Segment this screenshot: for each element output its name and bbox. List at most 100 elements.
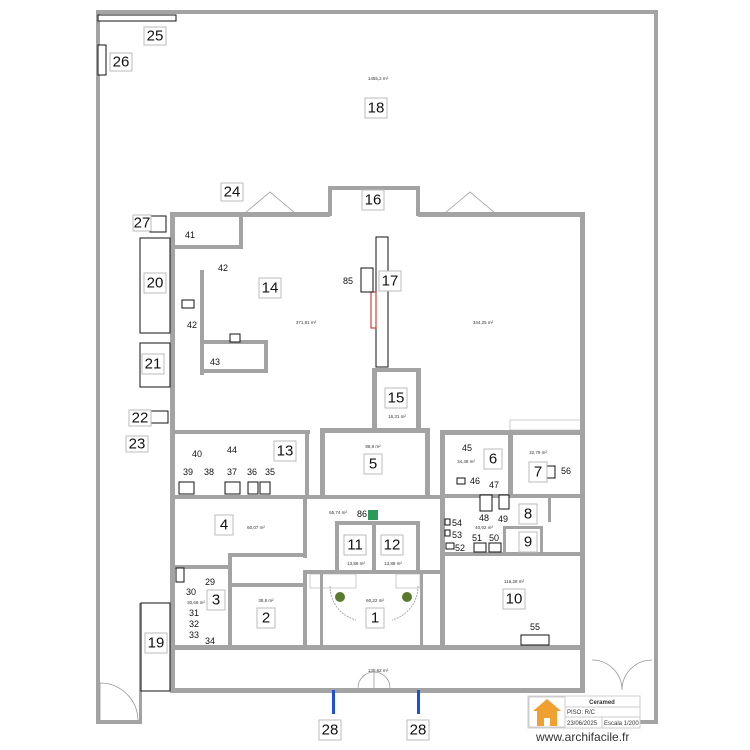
plan-label: 23 (129, 436, 146, 453)
plan-label: 28 (410, 722, 427, 739)
area-14: 371,81 m² (296, 320, 317, 325)
plan-label: 10 (506, 591, 523, 608)
plan-label: 36 (247, 467, 257, 477)
plan-label: 43 (210, 357, 220, 367)
plan-label: 26 (113, 54, 130, 71)
area-12: 13,88 m² (384, 561, 402, 566)
room-label: 16 (361, 189, 385, 211)
area-3: 30,66 m² (187, 600, 205, 605)
plan-label: 24 (224, 184, 241, 201)
plan-label: 27 (134, 215, 151, 232)
plan-label: 2 (262, 610, 270, 627)
area-17: 344,25 m² (473, 320, 494, 325)
building-walls (170, 186, 585, 693)
plan-label: 54 (452, 518, 462, 528)
room-label: 11 (343, 534, 367, 556)
scale-label: Escala 1/200 (604, 721, 639, 727)
area-18: 1455,2 m² (368, 76, 389, 81)
room-label: 14 (258, 277, 282, 299)
website-label: www.archifacile.fr (535, 730, 629, 744)
plan-label: 52 (455, 543, 465, 553)
room-label: 26 (109, 52, 133, 72)
plan-label: 15 (388, 390, 405, 407)
area-2: 38,8 m² (258, 598, 274, 603)
area-10: 116,28 m² (504, 579, 524, 584)
plan-label: 33 (189, 630, 199, 640)
room-label: 28 (406, 719, 430, 741)
house-logo-icon (533, 699, 561, 726)
room-label: 28 (318, 719, 342, 741)
access-line (417, 690, 420, 714)
area-4: 60,07 m² (247, 525, 265, 530)
plan-label: 41 (185, 230, 195, 240)
room-labels: 1 2 3 4 5 6 7 8 9 10 11 12 13 14 15 16 1… (109, 26, 548, 741)
plan-label: 40 (192, 449, 202, 459)
plan-label: 3 (212, 592, 220, 609)
plan-label: 11 (347, 537, 363, 554)
area-11: 13,86 m² (347, 561, 365, 566)
plan-label: 53 (452, 530, 462, 540)
plan-label: 38 (204, 467, 214, 477)
plan-label: 1 (371, 610, 379, 627)
item-labels: 29 30 31 32 33 34 35 36 37 38 39 40 41 4… (183, 230, 571, 646)
area-front: 130,62 m² (368, 668, 389, 673)
room-label: 17 (378, 270, 402, 292)
plan-label: 85 (343, 276, 353, 286)
room-label: 3 (206, 589, 226, 611)
room-label: 24 (220, 182, 244, 202)
room-label: 19 (144, 632, 168, 654)
room-label: 1 (365, 607, 385, 629)
room-label: 7 (528, 461, 548, 483)
plan-label: 31 (189, 608, 199, 618)
plan-label: 5 (369, 456, 377, 473)
plan-label: 30 (186, 587, 196, 597)
plan-label: 49 (498, 514, 508, 524)
exit-sign-icon (368, 510, 378, 520)
room-label: 8 (518, 503, 538, 525)
plan-label: 48 (479, 513, 489, 523)
plan-label: 55 (530, 622, 540, 632)
plan-label: 14 (262, 280, 279, 297)
room-label: 22 (128, 409, 152, 427)
room-label: 10 (502, 588, 526, 610)
plan-label: 16 (365, 192, 382, 209)
plan-label: 7 (534, 464, 542, 481)
plan-label: 6 (489, 451, 497, 468)
plan-label: 86 (357, 509, 367, 519)
highlighted-element (370, 291, 377, 329)
room-label: 18 (364, 97, 388, 119)
plan-label: 17 (382, 273, 399, 290)
plan-label: 29 (205, 577, 215, 587)
plan-label: 9 (524, 534, 532, 551)
project-name: Ceramed (589, 700, 615, 706)
room-label: 21 (141, 353, 165, 375)
room-label: 27 (132, 214, 152, 232)
area-corridor: 65,74 m² (329, 510, 347, 515)
plan-label: 19 (148, 635, 165, 652)
floor-label: PISO: R/C (567, 710, 596, 716)
room-label: 23 (125, 435, 149, 453)
room-label: 20 (143, 272, 167, 294)
plan-label: 22 (132, 410, 149, 427)
room-label: 2 (256, 607, 276, 629)
room-label: 6 (483, 448, 503, 470)
plan-label: 37 (227, 467, 237, 477)
plan-label: 45 (462, 443, 472, 453)
plan-label: 35 (265, 467, 275, 477)
area-7: 32,79 m² (529, 450, 547, 455)
area-6: 34,48 m² (457, 459, 475, 464)
plan-label: 21 (145, 356, 162, 373)
date-label: 23/06/2025 (567, 721, 598, 727)
plan-label: 46 (470, 476, 480, 486)
room-label: 5 (363, 453, 383, 475)
plan-label: 42 (187, 320, 197, 330)
room-label: 25 (143, 26, 167, 46)
plan-label: 13 (277, 443, 294, 460)
plan-label: 32 (189, 619, 199, 629)
room-label: 15 (384, 387, 408, 409)
access-line (332, 690, 335, 714)
plan-label: 25 (147, 28, 164, 45)
area-labels: 1455,2 m² 371,81 m² 344,25 m² 16,31 m² 8… (187, 76, 547, 673)
plan-label: 51 (472, 533, 482, 543)
